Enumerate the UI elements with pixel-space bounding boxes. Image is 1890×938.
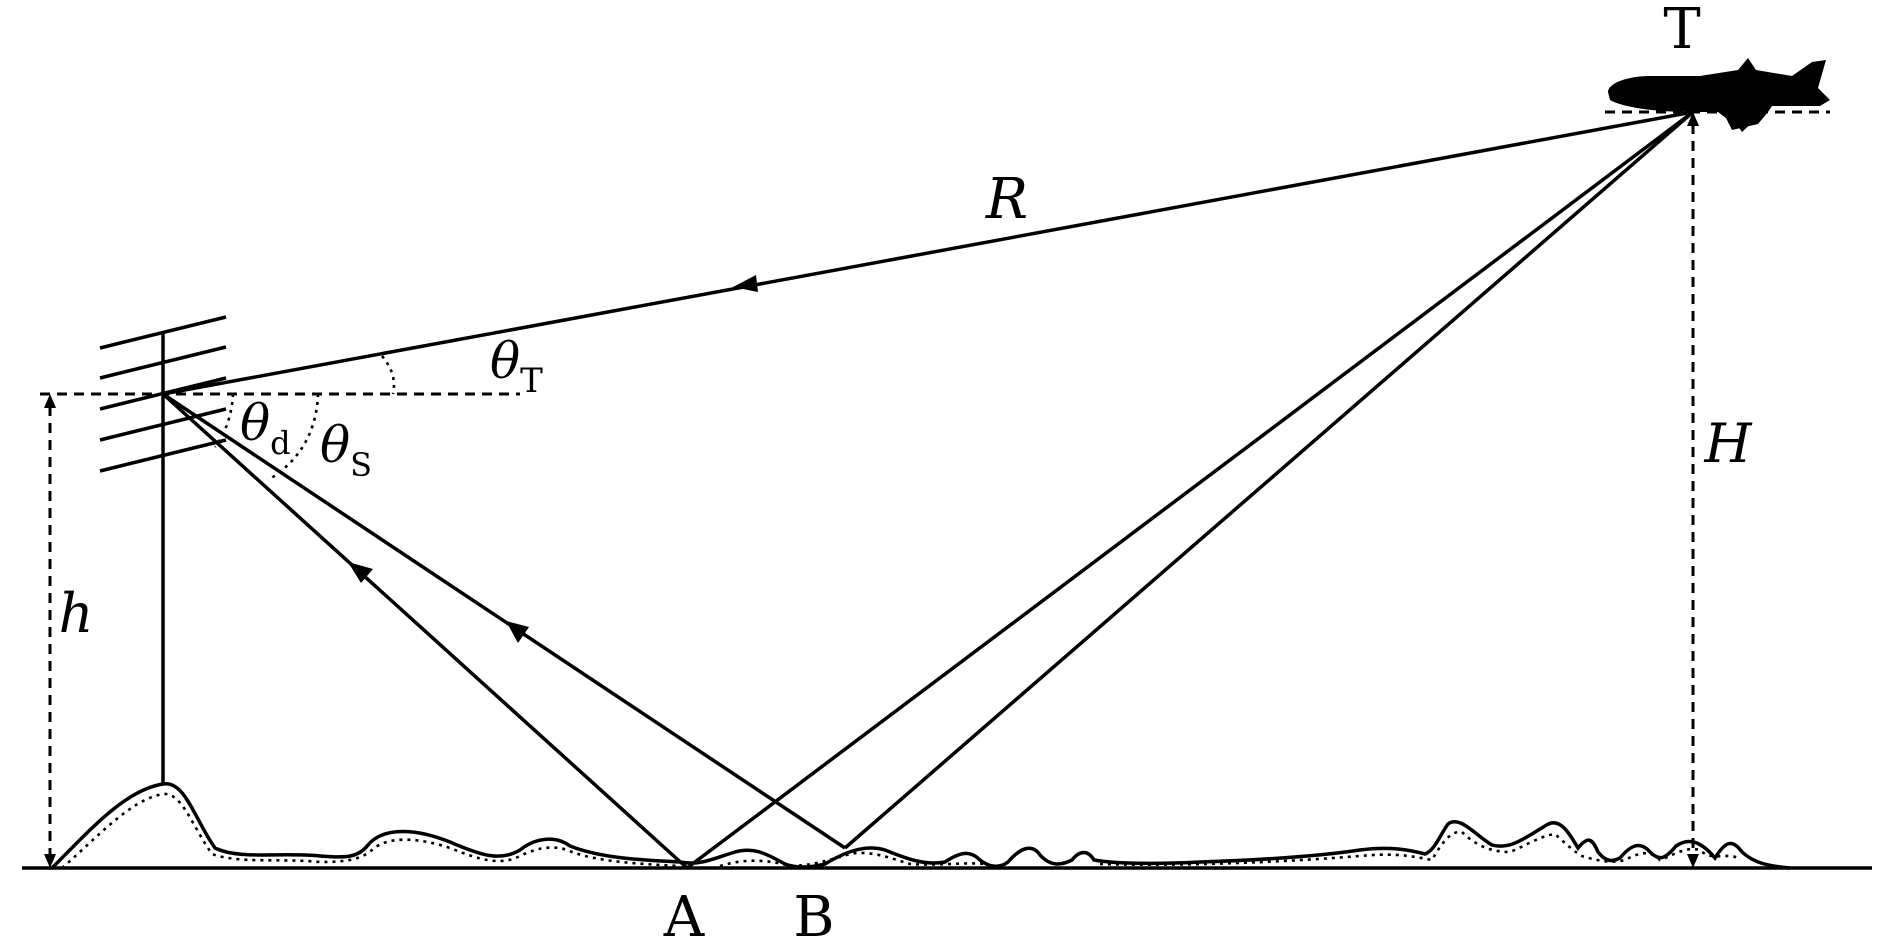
point-b-label: B [793,885,834,938]
antenna-height-label: h [59,582,94,645]
target-label: T [1663,0,1700,62]
yagi-antenna-icon [99,315,227,784]
terrain-profile [50,782,1791,870]
direct-path-arrow [733,275,758,292]
height-H-arrow-top [1687,112,1699,126]
height-h-arrow-bottom [44,854,56,868]
airplane-icon [1608,58,1830,132]
target-height-label: H [1703,412,1752,475]
incident-path-to-A [685,110,1695,870]
reflected-path-B-to-antenna [162,392,846,850]
reflected-path-A-arrow [348,562,373,583]
reflected-path-B-arrow [506,621,529,643]
angle-arc-theta-S [267,393,320,482]
direct-path-R [162,110,1694,396]
reflected-path-A-to-antenna [161,392,689,870]
height-H-arrow-bottom [1687,854,1699,868]
angle-theta-d-label: θd [240,394,291,462]
point-a-label: A [663,885,705,938]
range-label: R [985,167,1028,232]
angle-theta-T-label: θT [490,332,543,401]
height-h-arrow-top [44,394,56,408]
terrain-stipple [61,792,1739,869]
angle-theta-S-label: θS [320,416,372,484]
angle-arc-theta-T [380,355,396,395]
incident-path-to-B [843,110,1695,850]
